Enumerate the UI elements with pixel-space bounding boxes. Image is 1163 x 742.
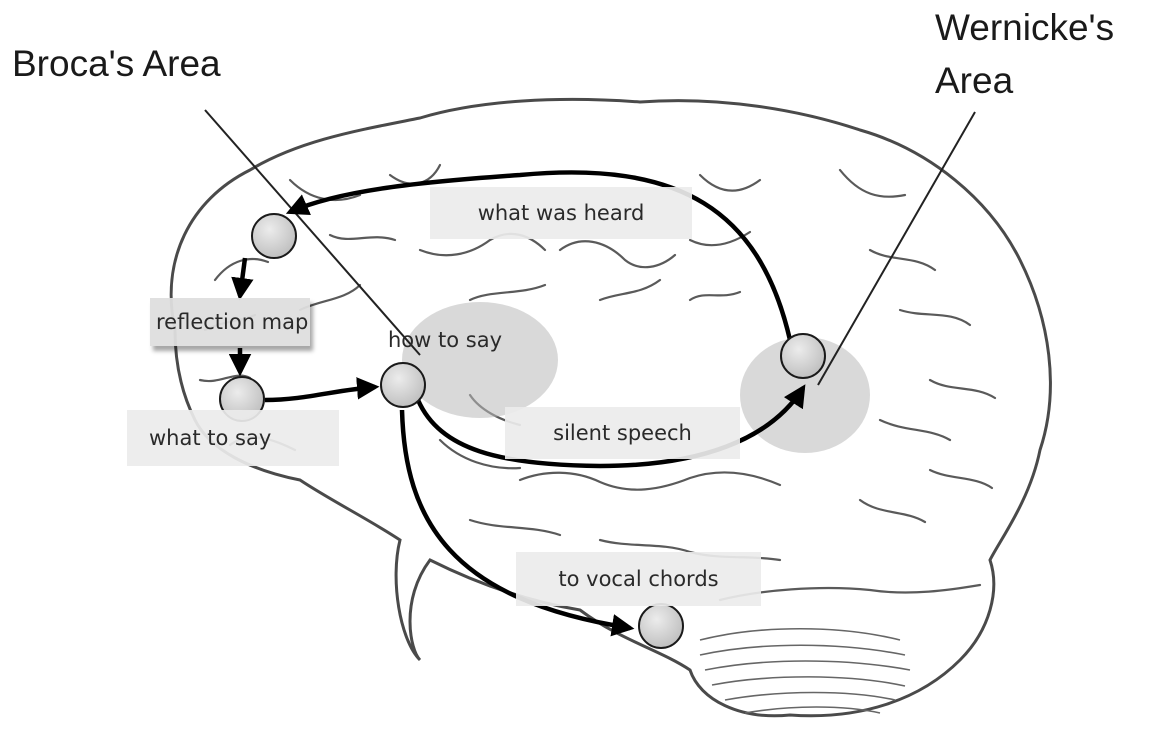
label-how-to-say: how to say xyxy=(388,328,502,352)
cerebellum xyxy=(700,629,910,713)
arrow-to-reflection-map xyxy=(240,258,245,296)
node-how-to-say xyxy=(381,363,425,407)
wernicke-pointer-line xyxy=(818,112,975,385)
label-what-was-heard: what was heard xyxy=(430,187,692,239)
node-reflection xyxy=(252,214,296,258)
wernicke-title-line1: Wernicke's xyxy=(935,7,1114,49)
wernicke-title-line2: Area xyxy=(935,60,1013,102)
label-reflection-map: reflection map xyxy=(150,298,310,346)
label-silent-speech: silent speech xyxy=(505,407,740,459)
node-wernicke xyxy=(781,334,825,378)
broca-region-shade xyxy=(402,302,558,418)
label-to-vocal-chords: to vocal chords xyxy=(516,552,761,606)
label-what-to-say: what to say xyxy=(127,410,339,466)
node-vocal-chords xyxy=(639,604,683,648)
arrow-to-how-to-say xyxy=(265,387,375,400)
broca-title: Broca's Area xyxy=(12,43,221,85)
